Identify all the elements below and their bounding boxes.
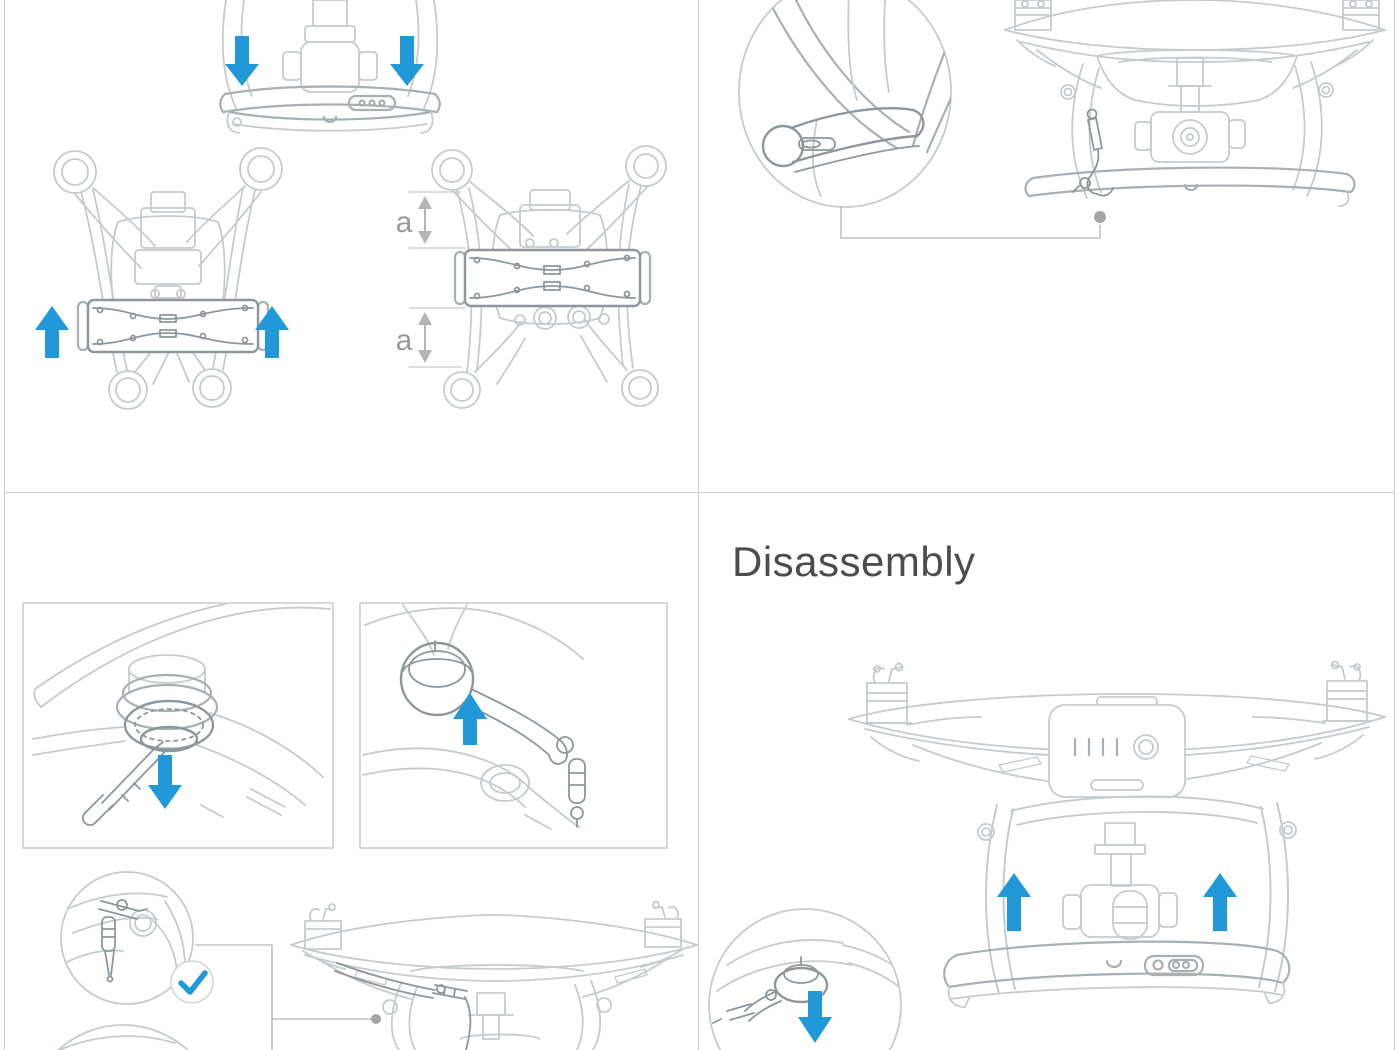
drone-body <box>848 660 1386 782</box>
plate-screws <box>96 304 249 346</box>
arrow-up-icon <box>35 306 69 358</box>
panel-disassembly: Disassembly <box>699 493 1394 1050</box>
callout-connectors <box>195 944 381 1050</box>
dimension-arrow-icon <box>418 350 432 363</box>
arrow-down-icon <box>390 36 424 86</box>
arrow-up-icon <box>453 693 487 745</box>
arrow-up-icon <box>255 306 289 358</box>
battery-button <box>1133 734 1159 760</box>
strap-clip <box>761 107 925 173</box>
figure-front-view-press-bumper <box>219 0 441 134</box>
magnifier-circle-icon <box>60 871 194 1005</box>
panel-clip-detail <box>699 0 1394 492</box>
figure-bottom-view-push-plate <box>35 147 289 410</box>
arrow-up-icon <box>997 873 1031 931</box>
propeller-removal-svg <box>22 602 698 1050</box>
row-divider <box>4 492 1395 493</box>
drone-arm <box>64 892 186 972</box>
page-right-border <box>1394 0 1395 1050</box>
figure-second-zoom-partial <box>52 1024 189 1050</box>
figure-front-view-with-safety-pin <box>1004 0 1386 207</box>
hub-zoom-content <box>712 939 901 1043</box>
page-left-border <box>4 0 5 1050</box>
airframe-bottom-view <box>53 147 283 410</box>
drone-arm <box>196 712 324 818</box>
dimension-arrow-icon <box>418 312 432 325</box>
propeller-blade <box>32 604 331 756</box>
clip-zoom-content <box>757 0 951 197</box>
callout-connector <box>840 206 1101 239</box>
pin-and-cable <box>334 962 472 1050</box>
installation-figures-svg: a a <box>35 0 667 410</box>
disassembly-figures-svg <box>708 660 1386 1050</box>
magnifier-circle-icon <box>738 0 952 208</box>
battery-level-indicator <box>1073 737 1119 757</box>
section-heading: Disassembly <box>732 538 976 585</box>
bumper-band <box>943 940 1291 1008</box>
drone-body <box>1004 0 1386 199</box>
figure-front-view-with-pin <box>290 901 698 1050</box>
release-pin-tool <box>82 741 169 826</box>
figure-propeller-hub-zoom <box>708 908 902 1050</box>
dimension-indicator-top: a <box>396 191 466 249</box>
propeller-hub-removed <box>399 640 475 717</box>
arrow-up-icon <box>1203 873 1237 931</box>
center-column-divider <box>698 0 699 1050</box>
dimension-label: a <box>396 206 413 239</box>
drone-body <box>290 901 698 1050</box>
box1-content <box>32 604 331 826</box>
figure-landing-gear-clip-zoom <box>738 0 1106 239</box>
gimbal-camera <box>1062 822 1178 940</box>
gimbal-guard-legs <box>977 795 1297 994</box>
hub-and-pin <box>712 956 829 1024</box>
leg-contours <box>812 0 890 197</box>
arrow-down-icon <box>225 36 259 86</box>
gimbal-camera <box>282 0 378 93</box>
bumper-band <box>1024 166 1356 207</box>
box2-content <box>362 604 586 830</box>
safety-pin-and-cable <box>1072 108 1114 197</box>
dimension-indicator-bottom: a <box>396 307 466 368</box>
dimension-arrow-icon <box>418 231 432 244</box>
figure-lift-propeller-with-strap <box>359 602 668 849</box>
clip-detail-svg <box>738 0 1386 239</box>
battery-panel <box>1048 696 1186 798</box>
figure-pin-attached-zoom <box>60 871 194 1005</box>
pin-and-clip <box>98 899 148 983</box>
gimbal-camera <box>1134 57 1246 163</box>
figure-unlock-propeller-with-pin <box>22 602 334 849</box>
plate-screws <box>473 254 631 300</box>
bumper-band <box>219 85 441 134</box>
panel-propeller-removal <box>5 493 698 1050</box>
callout-dot-icon <box>1094 211 1106 223</box>
checkmark-badge <box>170 960 214 1004</box>
arrow-down-icon <box>148 755 182 809</box>
zoom2-content <box>52 1035 176 1050</box>
callout-dot-icon <box>371 1014 381 1024</box>
mounting-plate <box>76 298 270 354</box>
figure-bottom-view-plate-spacing: a a <box>396 145 667 409</box>
zoom1-content <box>64 892 186 983</box>
figure-lift-bumper-front-view <box>848 660 1386 1008</box>
checkmark-icon <box>178 970 208 995</box>
mounting-plate <box>453 248 652 308</box>
magnifier-circle-icon <box>57 1024 189 1050</box>
motor-hub <box>115 654 219 753</box>
dimension-arrow-icon <box>418 196 432 209</box>
arrow-down-icon <box>798 991 832 1043</box>
panel-installation-steps: a a <box>5 0 698 492</box>
dimension-label: a <box>396 324 413 357</box>
